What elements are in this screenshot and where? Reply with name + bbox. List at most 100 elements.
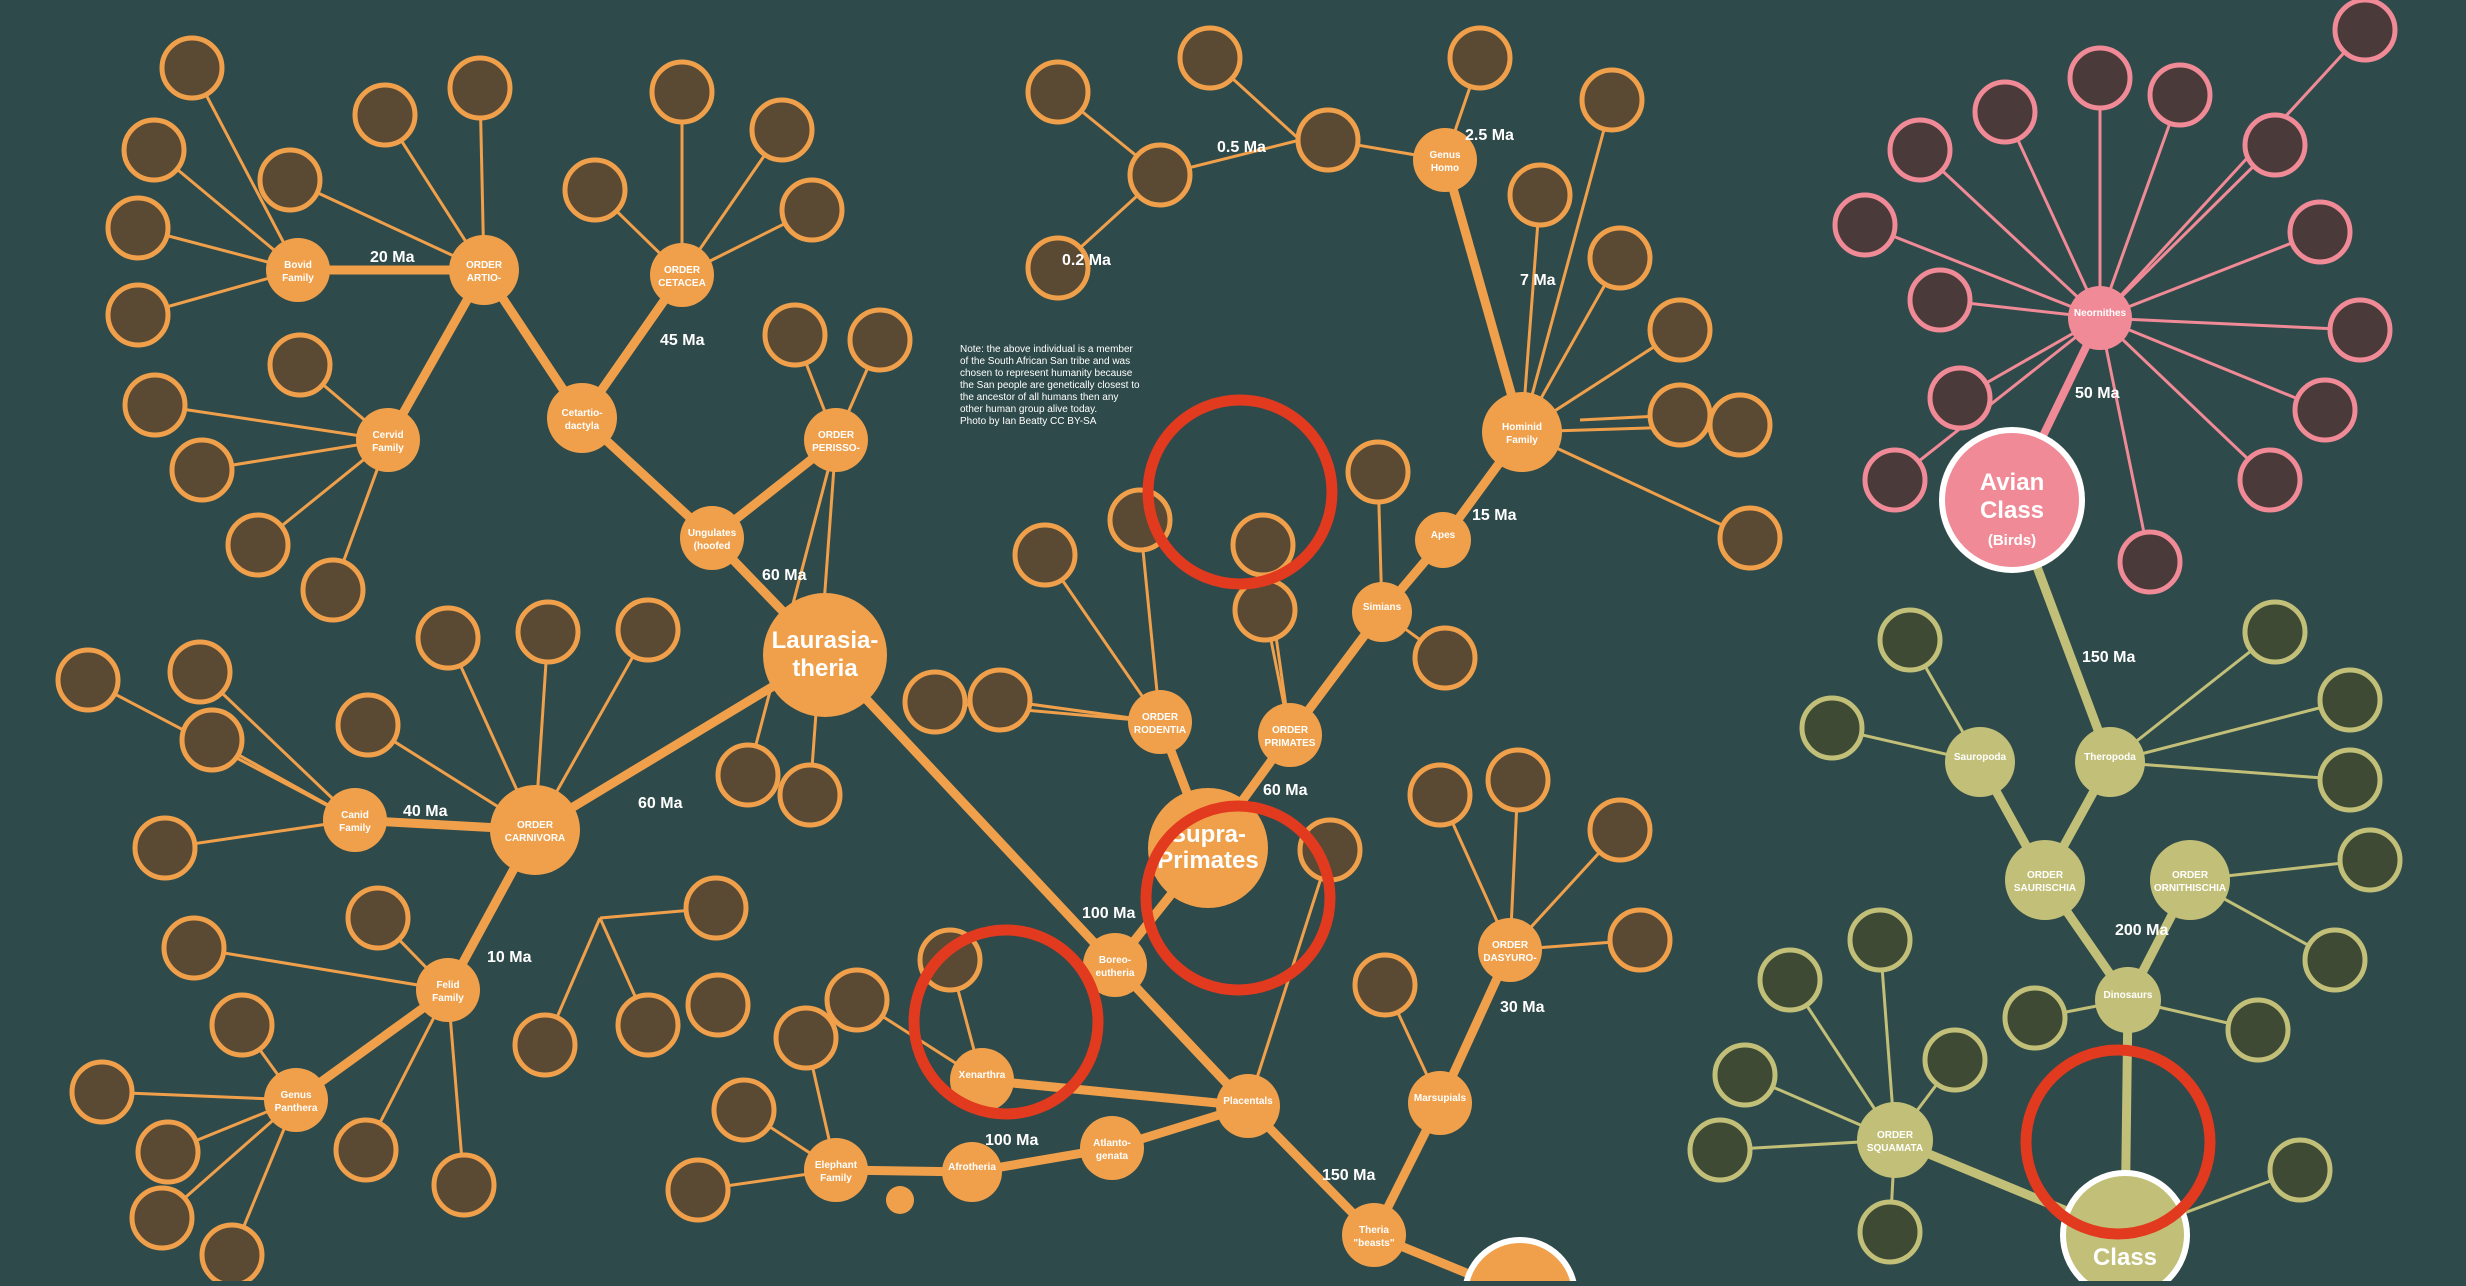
time-label: 150 Ma: [2082, 649, 2135, 666]
animal-photo-icon: [105, 282, 171, 348]
animal-photo-icon: [267, 332, 333, 398]
animal-photo-icon: [199, 1222, 265, 1286]
clade-node-disc: [1128, 690, 1192, 754]
clade-label: Marsupials: [1414, 1093, 1467, 1104]
leaf-branch: [2098, 317, 2152, 563]
hub-label: Primates: [1157, 847, 1258, 874]
bird-photo-icon: [1927, 365, 1993, 431]
leaf-branch: [1138, 519, 1162, 723]
time-label: 7 Ma: [1520, 272, 1556, 289]
animal-photo-icon: [1230, 512, 1296, 578]
clade-label: ORDER: [1142, 712, 1179, 723]
clade-node-placentals: Placentals: [1216, 1074, 1280, 1138]
clade-node-disc: [942, 1142, 1002, 1202]
clade-label: Family: [820, 1173, 852, 1184]
animal-photo-icon: [762, 302, 828, 368]
time-label: 60 Ma: [1263, 782, 1308, 799]
reptile-photo-icon: [2317, 667, 2383, 733]
clade-label: Family: [339, 823, 371, 834]
photo-note: Note: the above individual is a member o…: [960, 344, 1142, 427]
clade-node-boreo: Boreo-eutheria: [1083, 933, 1147, 997]
leaf-photos: [55, 0, 2403, 1286]
animal-photo-icon: [431, 1152, 497, 1218]
time-label: 200 Ma: [2115, 922, 2168, 939]
leaf-branch: [2003, 111, 2102, 319]
animal-photo-icon: [1647, 297, 1713, 363]
bird-photo-icon: [2332, 0, 2398, 63]
leaf-branch: [2109, 698, 2351, 764]
clade-label: (hoofed: [694, 541, 731, 552]
clade-label: Boreo-: [1099, 955, 1131, 966]
leaf-branch: [2099, 316, 2326, 412]
hub-label: Class: [1980, 497, 2044, 524]
animal-photo-icon: [335, 692, 401, 758]
hub-label: theria: [792, 655, 858, 682]
clade-label: RODENTIA: [1134, 725, 1186, 736]
clade-node-disc: [2150, 840, 2230, 920]
clade-label: Cetartio-: [561, 408, 602, 419]
bird-photo-icon: [1887, 117, 1953, 183]
bird-photo-icon: [1832, 192, 1898, 258]
animal-photo-icon: [1012, 522, 1078, 588]
reptile-photo-icon: [2302, 927, 2368, 993]
leaf-branch: [1864, 223, 2101, 320]
animal-photo-icon: [132, 815, 198, 881]
animal-photo-icon: [415, 605, 481, 671]
clade-node-disc: [356, 408, 420, 472]
clade-label: Atlanto-: [1093, 1138, 1131, 1149]
animal-photo-icon: [615, 597, 681, 663]
animal-photo-icon: [121, 117, 187, 183]
clade-node-simians: Simians: [1352, 582, 1412, 642]
animal-photo-icon: [55, 647, 121, 713]
clade-node-theria: Theria"beasts": [1342, 1203, 1406, 1267]
branch: [977, 1075, 1253, 1111]
animal-photo-icon: [1412, 625, 1478, 691]
animal-photo-icon: [1647, 382, 1713, 448]
hub-laurasiatheria: Laurasia- theria: [763, 593, 887, 717]
animal-photo-icon: [179, 707, 245, 773]
leaf-branch: [2098, 143, 2277, 320]
animal-photo-icon: [345, 885, 411, 951]
animal-photo-icon: [1579, 67, 1645, 133]
time-label: 15 Ma: [1472, 507, 1517, 524]
leaf-branch: [2109, 630, 2276, 764]
animal-photo-icon: [779, 177, 845, 243]
reptile-photo-icon: [1799, 695, 1865, 761]
animal-photo-icon: [1607, 907, 1673, 973]
time-label: 100 Ma: [1082, 905, 1135, 922]
animal-photo-icon: [1707, 392, 1773, 458]
clade-label: Simians: [1363, 602, 1402, 613]
reptile-photo-icon: [2225, 997, 2291, 1063]
clade-node-neornithes: Neornithes: [2068, 286, 2132, 350]
animal-photo-icon: [967, 667, 1033, 733]
reptile-photo-icon: [2317, 747, 2383, 813]
branch: [1440, 155, 1527, 437]
hub-label: (Birds): [1988, 532, 2036, 549]
clade-label: Genus: [280, 1090, 312, 1101]
animal-photo-icon: [562, 157, 628, 223]
clade-label: ORDER: [1272, 725, 1309, 736]
clade-node-disc: [886, 1186, 914, 1214]
time-label: 150 Ma: [1322, 1167, 1375, 1184]
clade-label: Family: [1506, 435, 1538, 446]
bird-photo-icon: [2292, 377, 2358, 443]
animal-photo-icon: [512, 1012, 578, 1078]
time-label: 10 Ma: [487, 949, 532, 966]
leaf-branch: [2098, 94, 2182, 319]
bird-photo-icon: [2117, 529, 2183, 595]
clade-node-disc: [650, 243, 714, 307]
clade-node-xenarthra: Xenarthra: [950, 1048, 1014, 1112]
clade-node-disc: [2095, 967, 2161, 1033]
clade-node-disc: [547, 383, 617, 453]
clade-node-disc: [1216, 1074, 1280, 1138]
clade-node-disc: [804, 408, 868, 472]
clade-label: ARTIO-: [467, 273, 501, 284]
clade-node-disc: [1482, 392, 1562, 472]
clade-node-disc: [2068, 286, 2132, 350]
animal-photo-icon: [1507, 162, 1573, 228]
highlight-annotations: [908, 394, 2216, 1240]
